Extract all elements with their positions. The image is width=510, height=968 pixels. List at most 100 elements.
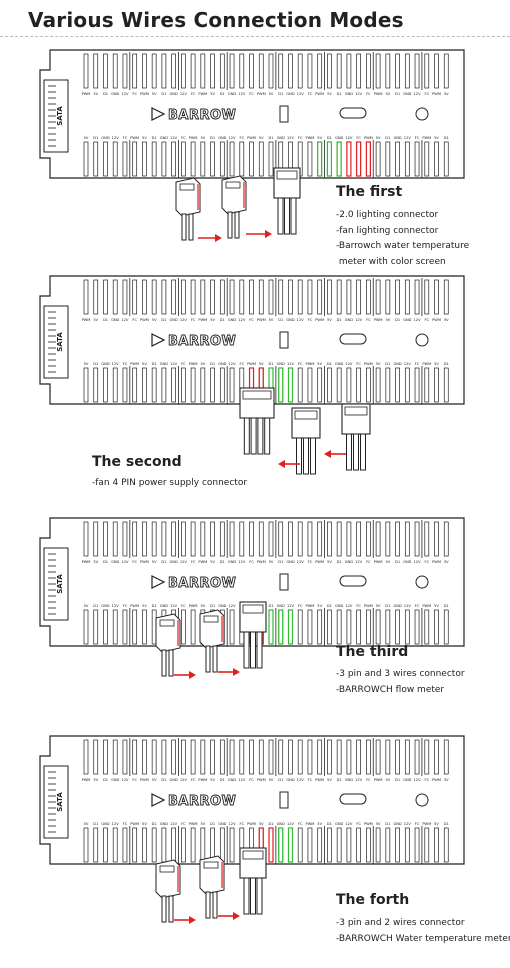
top-pin-label: 5V <box>385 92 390 96</box>
bottom-header-pin <box>424 367 430 403</box>
top-header-pin <box>210 739 215 775</box>
bottom-pin-label: D1 <box>210 362 215 366</box>
top-pin-label: FC <box>425 318 430 322</box>
plug-wire <box>257 417 264 455</box>
top-header-pin <box>434 53 439 89</box>
top-pin-label: GND <box>170 92 178 96</box>
top-pin-label: PWM <box>140 778 149 782</box>
top-pin-label: PWM <box>374 92 383 96</box>
top-pin-label: D1 <box>161 560 166 564</box>
top-header-pin <box>288 279 293 315</box>
top-header-pin <box>151 279 157 315</box>
bottom-pin-label: 12V <box>345 136 353 140</box>
top-header-pin <box>268 521 274 557</box>
bottom-pin-label: 12V <box>170 822 178 826</box>
bottom-pin-label: GND <box>335 362 343 366</box>
bottom-header-pin <box>142 609 147 645</box>
bottom-header-pin <box>229 827 235 863</box>
bottom-pin-label: 5V <box>376 136 381 140</box>
bottom-header-pin <box>181 609 186 645</box>
top-pin-label: FC <box>249 778 254 782</box>
bottom-pin-label: PWM <box>422 604 431 608</box>
plug-wire <box>243 877 250 915</box>
top-pin-label: D1 <box>337 92 342 96</box>
top-header-pin <box>346 739 352 775</box>
bottom-header-pin <box>346 609 352 645</box>
top-pin-label: 12V <box>238 318 246 322</box>
bottom-pin-label: 5V <box>84 604 89 608</box>
top-header-pin <box>375 739 381 775</box>
connected-pin-highlight <box>356 141 362 177</box>
top-pin-label: D1 <box>278 92 283 96</box>
bottom-pin-label: PWM <box>306 604 315 608</box>
top-pin-label: 12V <box>180 92 188 96</box>
bottom-header-pin <box>83 827 89 863</box>
top-pin-label: FC <box>191 778 196 782</box>
top-header-pin <box>190 279 196 315</box>
top-pin-label: D1 <box>395 92 400 96</box>
bottom-header-pin <box>385 367 391 403</box>
top-pin-label: PWM <box>82 778 91 782</box>
bottom-header-pin <box>404 609 410 645</box>
top-pin-label: 12V <box>121 778 129 782</box>
switch <box>279 105 289 123</box>
top-header-pin <box>181 279 186 315</box>
bottom-pin-label: D1 <box>385 136 390 140</box>
bottom-pin-label: FC <box>415 362 420 366</box>
bottom-header-pin <box>200 827 206 863</box>
mode-name: The third <box>336 644 409 660</box>
desc-line: -BARROWCH Water temperature meter <box>336 933 510 944</box>
bottom-header-pin <box>83 141 89 177</box>
top-header-pin <box>404 739 410 775</box>
top-header-pin <box>122 53 128 89</box>
bottom-header-pin <box>375 609 381 645</box>
plug-top <box>179 183 195 191</box>
top-header-pin <box>434 521 439 557</box>
oval-slot <box>339 793 367 805</box>
bottom-header-pin <box>414 827 420 863</box>
bottom-header-pin <box>336 827 342 863</box>
top-pin-label: GND <box>345 560 353 564</box>
top-header-pin <box>278 739 284 775</box>
top-header-pin <box>181 739 186 775</box>
top-pin-label: 12V <box>297 560 305 564</box>
top-pin-label: 12V <box>121 560 129 564</box>
bottom-pin-label: D1 <box>268 136 273 140</box>
top-header-pin <box>112 279 118 315</box>
bottom-header-pin <box>375 141 381 177</box>
top-pin-label: PWM <box>315 560 324 564</box>
bottom-pin-label: 5V <box>142 822 147 826</box>
bottom-pin-label: 12V <box>229 822 237 826</box>
top-header-pin <box>307 53 313 89</box>
top-pin-label: D1 <box>337 318 342 322</box>
bottom-header-pin <box>307 141 313 177</box>
top-pin-label: 12V <box>121 318 129 322</box>
insert-arrow-head <box>233 912 240 920</box>
bottom-header-pin <box>151 827 157 863</box>
top-pin-label: GND <box>228 778 236 782</box>
bottom-header-pin <box>181 827 186 863</box>
top-header-pin <box>297 521 303 557</box>
top-header-pin <box>404 53 410 89</box>
bottom-header-pin <box>93 367 99 403</box>
plug-wire <box>284 197 290 235</box>
plug-wire <box>243 417 250 455</box>
bottom-pin-label: FC <box>356 604 361 608</box>
bottom-pin-label: GND <box>101 136 109 140</box>
bottom-header-pin <box>443 367 449 403</box>
bottom-header-pin <box>132 827 138 863</box>
top-header-pin <box>288 521 293 557</box>
top-header-pin <box>346 279 352 315</box>
bottom-pin-label: 5V <box>317 604 322 608</box>
plug-wire <box>188 213 194 241</box>
bottom-pin-label: PWM <box>189 822 198 826</box>
top-pin-label: PWM <box>315 778 324 782</box>
top-pin-label: PWM <box>82 560 91 564</box>
bottom-pin-label: 12V <box>229 362 237 366</box>
bottom-header-pin <box>249 141 254 177</box>
plug-wire <box>290 197 297 235</box>
barrow-logo-icon <box>151 793 166 807</box>
connected-pin-highlight <box>268 609 274 645</box>
top-pin-label: 5V <box>444 318 449 322</box>
